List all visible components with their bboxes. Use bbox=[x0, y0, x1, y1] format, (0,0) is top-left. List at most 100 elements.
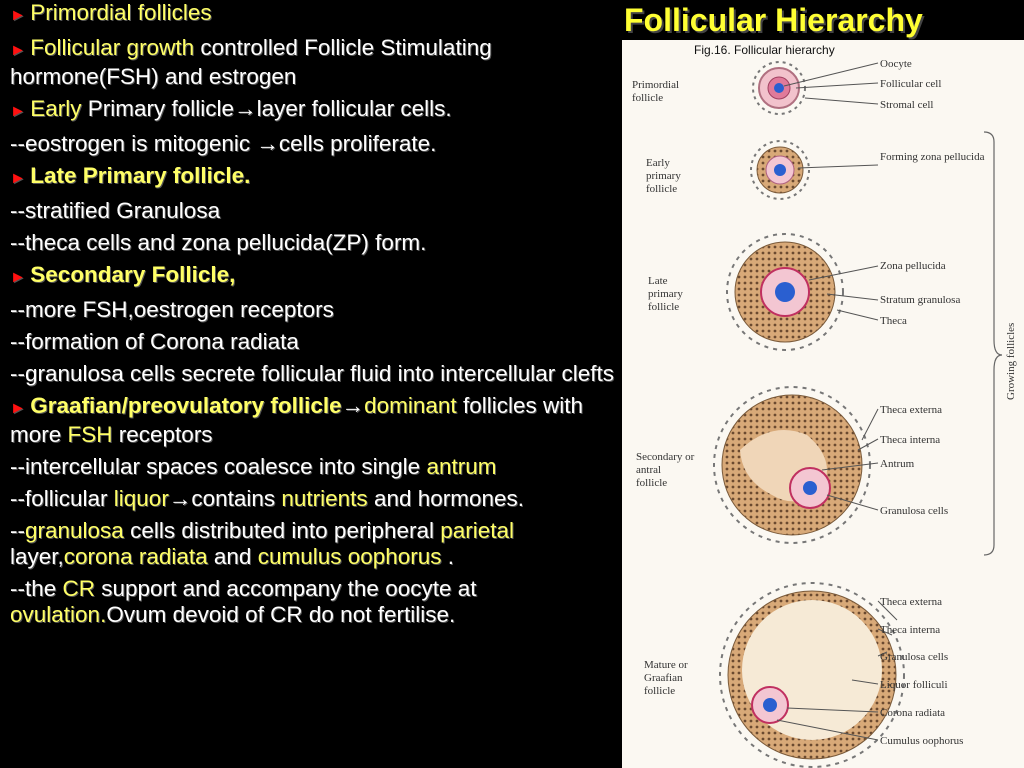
bullet-line: --follicular liquor→contains nutrients a… bbox=[10, 486, 622, 512]
highlighted-term: antrum bbox=[426, 454, 497, 479]
triangle-bullet-icon: ► bbox=[10, 170, 31, 187]
highlighted-term: granulosa bbox=[25, 518, 124, 543]
bullet-text: Ovum devoid of CR do not fertilise. bbox=[106, 602, 456, 627]
figure-label: Cumulus oophorus bbox=[880, 735, 963, 747]
arrow-icon: → bbox=[168, 486, 192, 511]
highlighted-term: liquor bbox=[113, 486, 169, 511]
triangle-bullet-icon: ► bbox=[10, 269, 31, 286]
structure-labels: Oocyte Follicular cell Stromal cell Form… bbox=[880, 58, 985, 747]
follicle-figure: Fig.16. Follicular hierarchy Prim bbox=[622, 40, 1024, 768]
highlighted-term: parietal bbox=[440, 518, 515, 543]
bullet-line: ► Late Primary follicle. bbox=[10, 163, 622, 192]
triangle-bullet-icon: ► bbox=[10, 7, 31, 24]
figure-label: Oocyte bbox=[880, 58, 912, 70]
figure-label: Antrum bbox=[880, 458, 915, 470]
highlighted-term: corona radiata bbox=[63, 544, 208, 569]
triangle-bullet-icon: ► bbox=[10, 400, 31, 417]
arrow-icon: → bbox=[341, 393, 365, 418]
highlighted-term: Late Primary follicle. bbox=[30, 163, 251, 188]
triangle-bullet-icon: ► bbox=[10, 103, 31, 120]
figure-label: Granulosa cells bbox=[880, 651, 948, 663]
bracket-label: Growing follicles bbox=[1005, 323, 1017, 400]
highlighted-term: Secondary Follicle, bbox=[30, 262, 236, 287]
triangle-bullet-icon: ► bbox=[10, 42, 31, 59]
bullet-line: --stratified Granulosa bbox=[10, 198, 622, 224]
bullet-text: . bbox=[441, 544, 455, 569]
bullet-text: contains bbox=[191, 486, 282, 511]
figure-label: Theca externa bbox=[880, 404, 942, 416]
bullet-text: and hormones. bbox=[367, 486, 525, 511]
bullet-text: follicles with more bbox=[10, 393, 583, 447]
follicle-diagram: Fig.16. Follicular hierarchy Prim bbox=[632, 43, 1017, 768]
bullet-text: --theca cells and zona pellucida(ZP) for… bbox=[10, 230, 427, 255]
bullet-line: --formation of Corona radiata bbox=[10, 329, 622, 355]
highlighted-term: nutrients bbox=[281, 486, 368, 511]
bullet-text: layer, bbox=[10, 544, 64, 569]
growing-follicles-bracket bbox=[983, 131, 1003, 556]
arrow-icon: → bbox=[234, 96, 257, 121]
secondary-follicle-drawing bbox=[713, 386, 871, 544]
bullet-text: Primary follicle bbox=[81, 96, 235, 121]
figure-caption: Fig.16. Follicular hierarchy bbox=[694, 43, 835, 57]
figure-label: Forming zona pellucida bbox=[880, 151, 985, 163]
highlighted-term: FSH bbox=[67, 422, 113, 447]
bullet-text: -- bbox=[10, 518, 25, 543]
figure-label: Liquor folliculi bbox=[880, 679, 948, 691]
bullet-line: --theca cells and zona pellucida(ZP) for… bbox=[10, 230, 622, 256]
slide-title: Follicular Hierarchy bbox=[624, 2, 923, 38]
bullet-line: ► Follicular growth controlled Follicle … bbox=[10, 35, 622, 90]
bullet-line: --more FSH,oestrogen receptors bbox=[10, 297, 622, 323]
arrow-icon: → bbox=[256, 131, 279, 156]
highlighted-term: dominant bbox=[364, 393, 457, 418]
bullet-list: ► Primordial follicles► Follicular growt… bbox=[10, 0, 622, 628]
bullet-line: ► Secondary Follicle, bbox=[10, 262, 622, 291]
figure-label: Zona pellucida bbox=[880, 260, 946, 272]
bullet-text: --formation of Corona radiata bbox=[10, 329, 299, 354]
bullet-text: --follicular bbox=[10, 486, 114, 511]
bullet-line: --eostrogen is mitogenic →cells prolifer… bbox=[10, 131, 622, 157]
figure-label: Theca interna bbox=[880, 434, 940, 446]
figure-label: Corona radiata bbox=[880, 707, 945, 719]
highlighted-term: Follicular growth bbox=[30, 35, 195, 60]
bullet-text: --intercellular spaces coalesce into sin… bbox=[10, 454, 427, 479]
bullet-line: --granulosa cells secrete follicular flu… bbox=[10, 361, 622, 387]
highlighted-term: cumulus oophorus bbox=[257, 544, 442, 569]
bullet-text: cells proliferate. bbox=[278, 131, 437, 156]
highlighted-term: Early bbox=[30, 96, 82, 121]
bullet-line: --the CR support and accompany the oocyt… bbox=[10, 576, 622, 628]
highlighted-term: Graafian/preovulatory follicle bbox=[30, 393, 342, 418]
highlighted-term: CR bbox=[62, 576, 96, 601]
figure-label: Granulosa cells bbox=[880, 505, 948, 517]
bullet-text: --eostrogen is mitogenic bbox=[10, 131, 257, 156]
figure-label: Theca externa bbox=[880, 596, 942, 608]
bullet-text: and bbox=[207, 544, 258, 569]
figure-label: Theca interna bbox=[880, 624, 940, 636]
figure-label: Theca bbox=[880, 315, 907, 327]
graafian-follicle-drawing bbox=[719, 582, 905, 768]
leader-lines bbox=[776, 62, 898, 741]
bullet-text: support and accompany the oocyte at bbox=[95, 576, 477, 601]
late-primary-follicle-drawing bbox=[726, 233, 844, 351]
highlighted-term: ovulation. bbox=[10, 602, 107, 627]
early-primary-follicle-drawing bbox=[750, 140, 810, 200]
bullet-line: --intercellular spaces coalesce into sin… bbox=[10, 454, 622, 480]
bullet-text: receptors bbox=[112, 422, 213, 447]
bullet-text: controlled Follicle Stimulating hormone(… bbox=[10, 35, 492, 89]
bullet-line: ► Graafian/preovulatory follicle→dominan… bbox=[10, 393, 622, 448]
figure-label: Stromal cell bbox=[880, 99, 933, 111]
bullet-text: --stratified Granulosa bbox=[10, 198, 221, 223]
bullet-text: --the bbox=[10, 576, 63, 601]
bullet-text: --more FSH,oestrogen receptors bbox=[10, 297, 334, 322]
bullet-line: --granulosa cells distributed into perip… bbox=[10, 518, 622, 570]
highlighted-term: Primordial follicles bbox=[30, 0, 212, 25]
bullet-line: ► Early Primary follicle→layer follicula… bbox=[10, 96, 622, 125]
bullet-line: ► Primordial follicles bbox=[10, 0, 622, 29]
bullet-text: layer follicular cells. bbox=[256, 96, 452, 121]
figure-label: Stratum granulosa bbox=[880, 294, 960, 306]
